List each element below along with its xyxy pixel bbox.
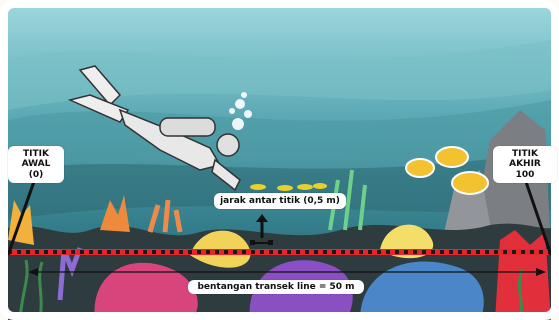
point-spacing-label: jarak antar titik (0,5 m) <box>214 193 346 209</box>
transect-length-label: bentangan transek line = 50 m <box>188 280 364 294</box>
start-point-label: TITIK AWAL (0) <box>8 146 64 183</box>
end-point-title: TITIK AKHIR <box>495 149 555 170</box>
spacing-point-right <box>268 240 273 245</box>
spacing-point-left <box>250 240 255 245</box>
end-point-value: 100 <box>495 170 555 180</box>
start-point-value: (0) <box>10 170 62 180</box>
end-point-label: TITIK AKHIR 100 <box>493 146 557 183</box>
start-point-title: TITIK AWAL <box>10 149 62 170</box>
coral-red <box>495 230 551 320</box>
